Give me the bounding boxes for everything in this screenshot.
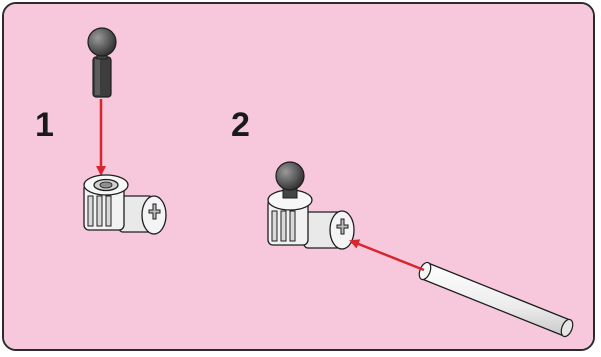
step2-arrow [349, 239, 425, 272]
step-1-number: 1 [35, 106, 54, 144]
instruction-illustration [4, 4, 593, 349]
step2-ball-pin-inserted [275, 161, 305, 199]
step2-connector [267, 189, 355, 250]
step-2-number: 2 [231, 106, 250, 144]
instruction-panel: 1 2 [2, 2, 595, 351]
step1-connector [83, 174, 167, 235]
step1-ball-pin [87, 27, 117, 98]
step2-axle [418, 261, 574, 338]
